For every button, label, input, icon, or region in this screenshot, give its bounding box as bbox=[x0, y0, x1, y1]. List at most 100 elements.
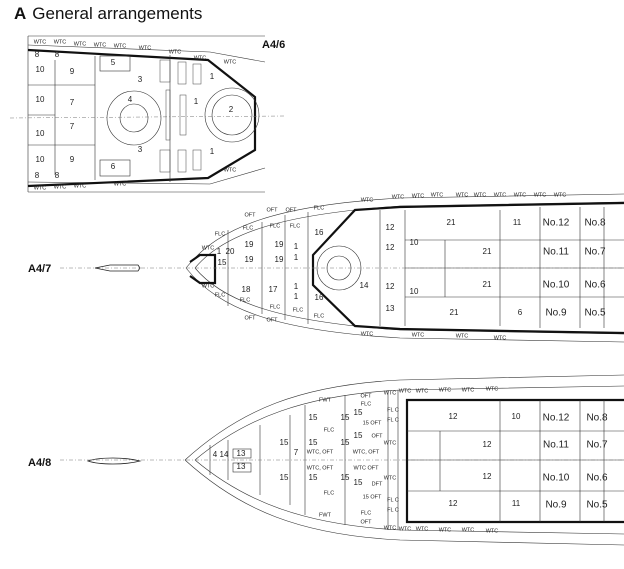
compartment-label: FLC bbox=[361, 510, 371, 516]
compartment-label: 11 bbox=[512, 499, 521, 508]
compartment-label: OFT bbox=[245, 212, 257, 218]
armour-box-outline bbox=[405, 398, 624, 524]
compartment-label: WTC bbox=[194, 55, 207, 61]
room-6 bbox=[99, 159, 131, 177]
compartment-label: 15 OFT bbox=[363, 420, 382, 426]
compartment-label: OFT bbox=[361, 519, 373, 525]
compartment-label: WTC bbox=[431, 192, 444, 198]
compartment-label: WTC OFT bbox=[353, 465, 379, 471]
compartment-label: 8 bbox=[55, 50, 60, 59]
compartment-label: No.6 bbox=[584, 280, 606, 291]
compartment-label: WTC bbox=[412, 193, 425, 199]
compartment-label: FLC bbox=[270, 223, 280, 229]
compartment-label: WTC bbox=[474, 192, 487, 198]
compartment-label: WTC bbox=[456, 333, 469, 339]
compartment-label: 15 bbox=[341, 438, 350, 447]
compartment-label: FLC bbox=[215, 292, 225, 298]
turret-barbette-fwd bbox=[204, 87, 260, 143]
compartment-label: 16 bbox=[315, 228, 324, 237]
compartment-label: 15 bbox=[309, 438, 318, 447]
compartment-label: OFT bbox=[286, 207, 298, 213]
room-13-lower bbox=[232, 462, 252, 473]
compartment-label: FL C bbox=[387, 417, 399, 423]
compartment-label: 9 bbox=[70, 155, 75, 164]
compartment-label: 13 bbox=[237, 449, 246, 458]
figure-letter: A bbox=[14, 4, 27, 23]
compartment-label: WTC bbox=[392, 194, 405, 200]
compartment-label: FLC bbox=[243, 225, 253, 231]
compartment-label: WTC bbox=[439, 527, 452, 533]
magazine-racks bbox=[159, 59, 202, 173]
compartment-label: 3 bbox=[138, 145, 143, 154]
compartment-label: 3 bbox=[138, 75, 143, 84]
compartment-label: WTC bbox=[384, 390, 397, 396]
compartment-label: WTC bbox=[416, 388, 429, 394]
compartment-label: 1 bbox=[294, 292, 299, 301]
panel-frame bbox=[27, 35, 265, 193]
compartment-label: 15 bbox=[341, 473, 350, 482]
compartment-label: 15 bbox=[280, 438, 289, 447]
compartment-label: FLC bbox=[324, 490, 334, 496]
compartment-label: No.11 bbox=[543, 440, 569, 451]
compartment-label: 1 bbox=[217, 247, 222, 256]
ship-plan-sketch bbox=[86, 457, 142, 465]
compartment-label: FLC bbox=[314, 313, 324, 319]
compartment-label: WTC bbox=[412, 332, 425, 338]
compartment-label: 19 bbox=[275, 255, 284, 264]
compartment-label: FLC bbox=[290, 223, 300, 229]
compartment-label: 7 bbox=[70, 98, 75, 107]
compartment-label: 21 bbox=[447, 218, 456, 227]
compartment-label: 6 bbox=[111, 162, 116, 171]
compartment-label: 7 bbox=[70, 122, 75, 131]
compartment-label: DFT bbox=[372, 481, 383, 487]
compartment-label: FLC bbox=[240, 297, 250, 303]
compartment-label: WTC bbox=[494, 335, 507, 341]
compartment-label: 15 OFT bbox=[363, 494, 382, 500]
compartment-label: 15 bbox=[341, 413, 350, 422]
compartment-label: WTC bbox=[74, 41, 87, 47]
compartment-label: 10 bbox=[512, 412, 521, 421]
compartment-label: 16 bbox=[315, 293, 324, 302]
compartment-label: WTC bbox=[494, 192, 507, 198]
compartment-label: WTC bbox=[384, 475, 397, 481]
compartment-label: WTC bbox=[54, 184, 67, 190]
compartment-label: 4 bbox=[213, 450, 218, 459]
compartment-label: WTC bbox=[399, 526, 412, 532]
compartment-label: No.11 bbox=[543, 247, 569, 258]
compartment-label: WTC bbox=[114, 181, 127, 187]
compartment-label: No.8 bbox=[586, 413, 608, 424]
compartment-label: OFT bbox=[267, 317, 279, 323]
compartment-label: 14 bbox=[360, 281, 369, 290]
compartment-label: WTC bbox=[202, 245, 215, 251]
compartment-label: 2 bbox=[229, 105, 234, 114]
compartment-label: WTC bbox=[202, 283, 215, 289]
compartment-label: 4 bbox=[128, 95, 133, 104]
compartment-label: No.12 bbox=[543, 413, 570, 424]
room-13-upper bbox=[232, 448, 252, 459]
compartment-label: WTC bbox=[54, 39, 67, 45]
compartment-label: No.10 bbox=[543, 473, 570, 484]
compartment-label: No.9 bbox=[545, 500, 567, 511]
compartment-label: No.7 bbox=[586, 440, 608, 451]
compartment-label: 21 bbox=[450, 308, 459, 317]
hull-outline bbox=[185, 193, 624, 343]
compartment-label: 21 bbox=[483, 280, 492, 289]
compartment-label: 10 bbox=[36, 129, 45, 138]
compartment-label: 21 bbox=[483, 247, 492, 256]
compartment-label: 7 bbox=[294, 448, 299, 457]
compartment-label: 12 bbox=[483, 472, 492, 481]
compartment-label: 8 bbox=[55, 171, 60, 180]
compartment-label: 20 bbox=[226, 247, 235, 256]
compartment-label: WTC bbox=[74, 183, 87, 189]
ship-profile-sketch bbox=[94, 264, 141, 272]
compartment-label: WTC bbox=[114, 43, 127, 49]
compartment-label: FWT bbox=[319, 397, 332, 403]
compartment-label: 13 bbox=[237, 462, 246, 471]
hull-side-lines bbox=[27, 44, 266, 185]
compartment-label: 12 bbox=[483, 440, 492, 449]
compartment-label: WTC bbox=[462, 527, 475, 533]
